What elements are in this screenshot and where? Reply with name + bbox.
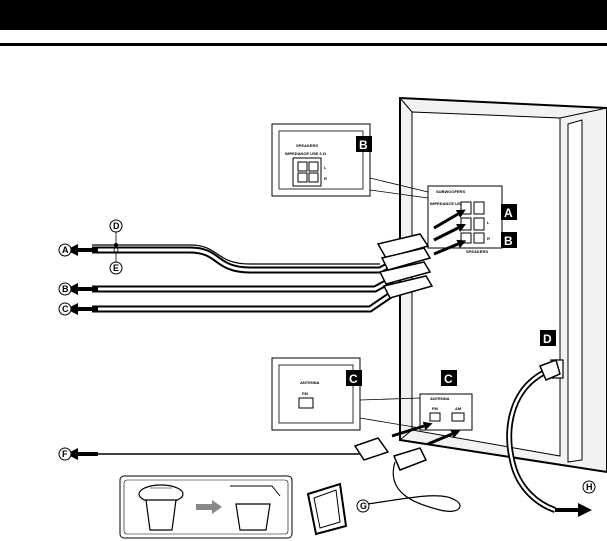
cable-a — [66, 244, 397, 274]
power-cord — [506, 359, 592, 517]
speakers-callout: SPEAKERS IMPEDANCE USE 6 Ω L R — [271, 123, 429, 199]
circled-d: D — [109, 219, 123, 233]
header-bar — [0, 0, 607, 30]
callout-fm: FM — [302, 391, 308, 396]
svg-text:B: B — [504, 234, 513, 248]
svg-text:B: B — [359, 138, 368, 152]
panel-speakers-title: SPEAKERS — [466, 249, 488, 254]
circled-e: E — [109, 261, 123, 275]
panel-r: R — [487, 236, 490, 241]
svg-text:D: D — [113, 221, 120, 231]
svg-text:E: E — [113, 263, 119, 273]
badge-c-callout: C — [346, 370, 362, 386]
speaker-plugs — [376, 209, 467, 299]
svg-text:G: G — [360, 501, 367, 511]
circled-b: B — [58, 282, 72, 296]
callout-l: L — [324, 165, 327, 170]
svg-text:A: A — [62, 245, 69, 255]
cable-b — [66, 274, 397, 295]
badge-b-top: B — [356, 136, 372, 152]
panel-am: AM — [455, 406, 462, 411]
svg-text:D: D — [543, 332, 552, 346]
panel-fm: FM — [432, 406, 438, 411]
badge-c-unit: C — [441, 370, 457, 386]
callout-antenna-title: ANTENNA — [300, 380, 320, 385]
fm-wire — [66, 421, 433, 461]
circled-h: H — [582, 480, 596, 494]
am-loop-antenna — [306, 429, 461, 536]
svg-text:H: H — [586, 482, 593, 492]
panel-subwoofers-title: SUBWOOFERS — [436, 189, 465, 194]
panel-antenna-title: ANTENNA — [430, 396, 450, 401]
badge-b: B — [501, 232, 517, 248]
circled-f: F — [58, 447, 72, 461]
circled-a: A — [58, 243, 72, 257]
cable-c — [66, 289, 397, 315]
svg-text:F: F — [62, 449, 68, 459]
unit-antenna-panel: ANTENNA FM AM — [419, 393, 473, 431]
circled-c: C — [58, 302, 72, 316]
callout-speakers-impedance: IMPEDANCE USE 6 Ω — [285, 151, 327, 156]
am-assembly-inset — [119, 475, 293, 539]
badge-d: D — [540, 330, 556, 346]
callout-speakers-title: SPEAKERS — [296, 143, 318, 148]
cable-a-markers — [113, 231, 119, 262]
antenna-callout: ANTENNA FM — [271, 357, 421, 431]
panel-l: L — [487, 220, 490, 225]
header-rule — [0, 43, 607, 46]
callout-r: R — [324, 176, 327, 181]
circled-g: G — [356, 499, 370, 513]
svg-text:C: C — [62, 304, 69, 314]
badge-a: A — [501, 204, 517, 220]
svg-text:C: C — [349, 372, 358, 386]
svg-text:C: C — [444, 372, 453, 386]
unit-speaker-panel: SUBWOOFERS IMPEDANCE USE 3 Ω L R SPEAKER… — [427, 185, 503, 254]
panel-impedance: IMPEDANCE USE 3 Ω — [430, 201, 472, 206]
svg-text:A: A — [504, 206, 513, 220]
svg-text:B: B — [62, 284, 69, 294]
